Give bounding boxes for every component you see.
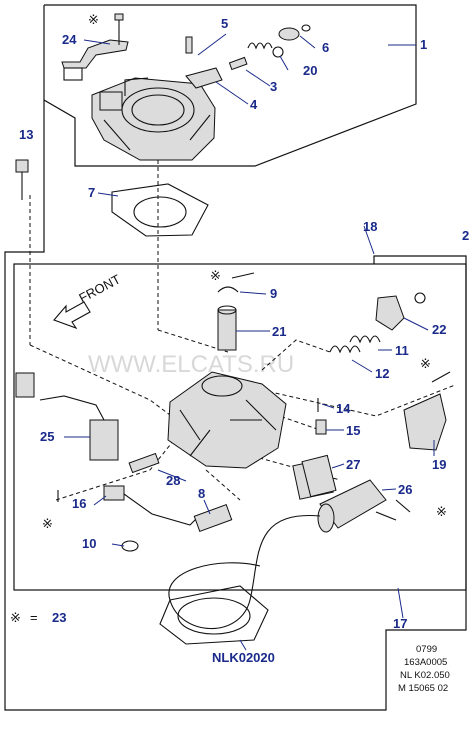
callout-26: 26 [398,482,412,497]
legend-equals: = [30,610,38,625]
front-arrow-icon: FRONT [53,271,123,330]
reference-line-4: M 15065 02 [398,683,448,694]
lower-assembly-frame [13,263,467,591]
callout-15: 15 [346,423,360,438]
callout-10: 10 [82,536,96,551]
gasket-bottom-drawing [159,585,269,645]
callout-11: 11 [395,343,409,358]
callout-1: 1 [420,37,427,52]
callout-2: 2 [462,228,469,243]
callout-13: 13 [19,127,33,142]
marker-clip-9: ※ [210,268,221,283]
lever-22-drawing [375,292,426,331]
motor-26-drawing [168,458,387,630]
callout-4: 4 [250,97,258,112]
connector-16-drawing [103,485,233,552]
legend-symbol: ※ [10,610,21,625]
callout-17: 17 [393,616,407,631]
outer-boundary-line [4,100,467,711]
watermark: WWW.ELCATS.RU [88,351,294,378]
callout-7: 7 [88,185,95,200]
clip-9-drawing [217,272,255,293]
reference-line-3: NL K02.050 [400,670,450,681]
callout-20: 20 [303,63,317,78]
reference-line-2: 163A0005 [404,657,447,668]
callout-12: 12 [375,366,389,381]
reference-line-1: 0799 [416,644,437,655]
callout-28: 28 [166,473,180,488]
gasket-7-drawing [111,183,209,237]
bolt-top-drawing [114,13,124,45]
small-parts-drawing [15,159,451,521]
gasket-code: NLK02020 [212,650,275,665]
gasket-7-hole [133,196,187,228]
front-label: FRONT [76,271,123,305]
marker-top-bolt: ※ [88,12,99,27]
callout-8: 8 [198,486,205,501]
callout-24: 24 [62,32,77,47]
sensor-25-drawing [15,372,119,461]
marker-motor-bolt: ※ [436,504,447,519]
throttle-body-drawing [91,77,216,161]
marker-left-bolt: ※ [42,516,53,531]
callout-25: 25 [40,429,54,444]
springs-11-12-drawing [329,335,381,354]
legend-value: 23 [52,610,66,625]
leader-lines [64,33,435,651]
callout-22: 22 [432,322,446,337]
callout-21: 21 [272,324,286,339]
callout-27: 27 [346,457,360,472]
callout-5: 5 [221,16,228,31]
main-body-drawing [167,305,287,469]
callout-18: 18 [363,219,377,234]
marker-right-bolt: ※ [420,356,431,371]
callout-14: 14 [336,401,351,416]
spring-group-top-drawing [185,24,311,89]
callout-16: 16 [72,496,86,511]
callout-3: 3 [270,79,277,94]
callout-6: 6 [322,40,329,55]
bracket-19-drawing [403,393,447,451]
callout-9: 9 [270,286,277,301]
upper-assembly-frame [43,4,417,167]
callout-19: 19 [432,457,446,472]
